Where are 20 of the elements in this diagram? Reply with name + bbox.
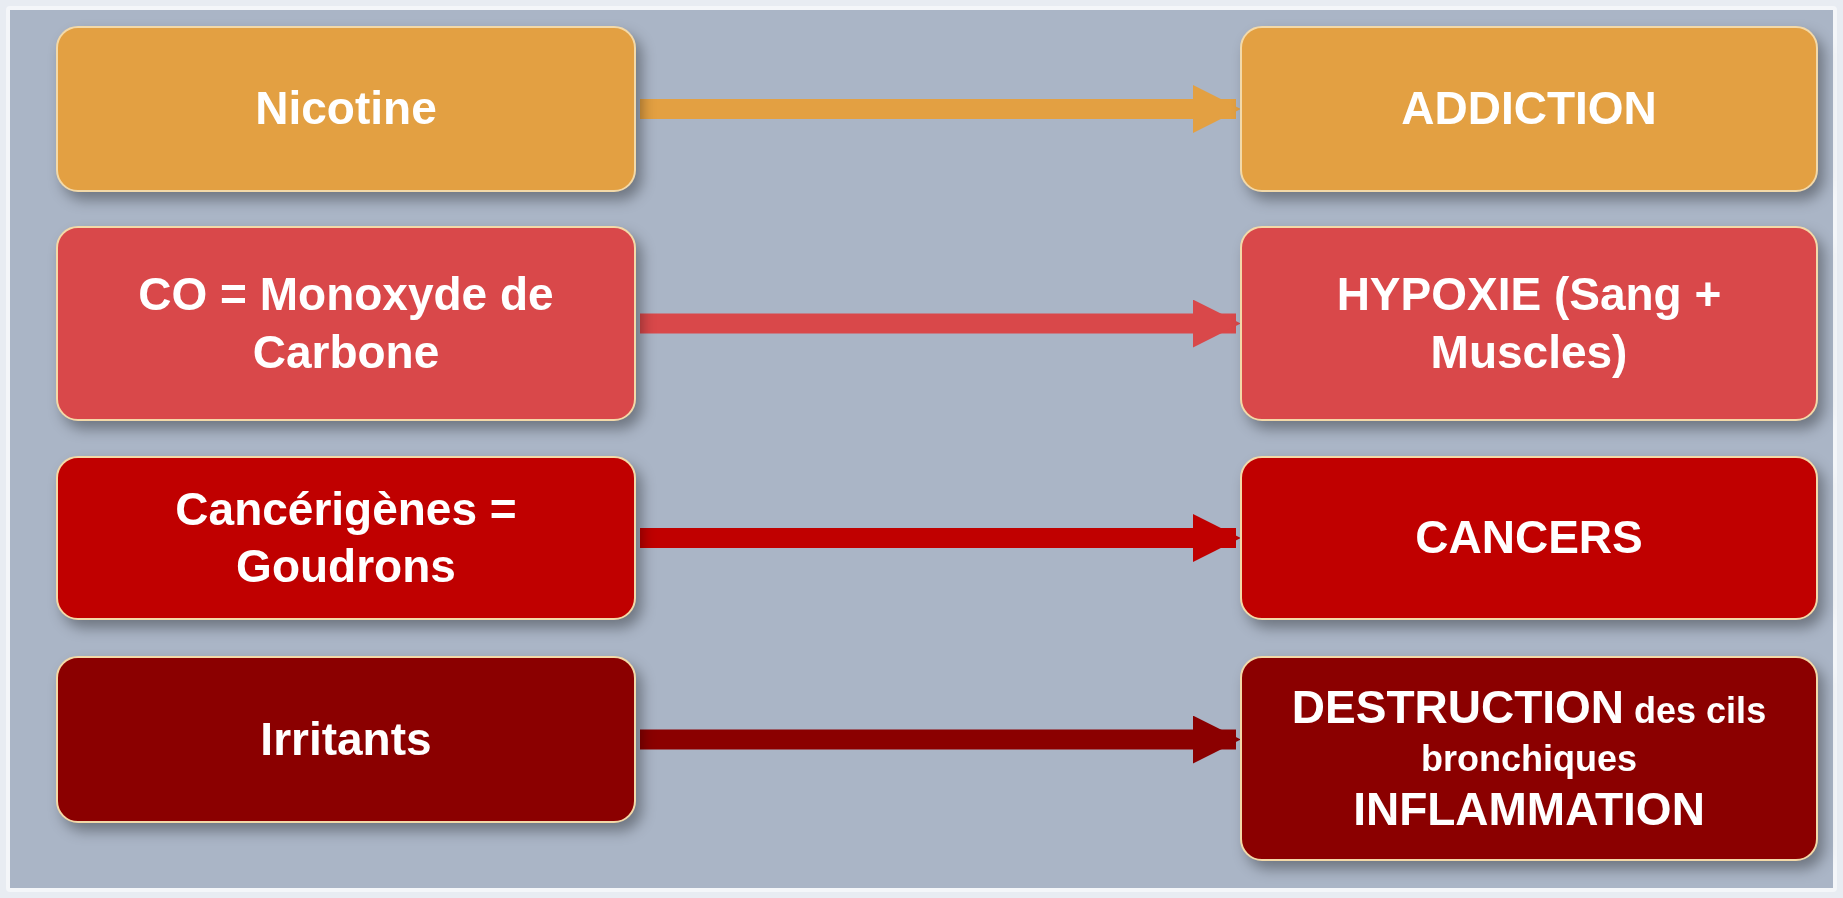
- box-label: Cancérigènes = Goudrons: [174, 481, 518, 594]
- box-label: Nicotine: [255, 81, 437, 137]
- box-label: Irritants: [260, 711, 432, 767]
- arrow: [640, 514, 1241, 562]
- process-box: [56, 226, 636, 421]
- process-box: [1240, 656, 1818, 861]
- box-label: DESTRUCTION des cils bronchiques INFLAMMATION: [1290, 679, 1768, 837]
- box-label: CANCERS: [1415, 510, 1643, 566]
- process-box: [56, 456, 636, 620]
- arrow: [640, 299, 1241, 348]
- process-box: [1240, 226, 1818, 421]
- box-label: HYPOXIE (Sang + Muscles): [1335, 267, 1723, 380]
- process-box: [56, 26, 636, 192]
- process-box: [1240, 456, 1818, 620]
- process-box: [56, 656, 636, 823]
- arrow: [640, 85, 1241, 133]
- box-label: CO = Monoxyde de Carbone: [137, 267, 555, 380]
- box-label: ADDICTION: [1401, 81, 1657, 137]
- arrow: [640, 715, 1241, 764]
- process-box: [1240, 26, 1818, 192]
